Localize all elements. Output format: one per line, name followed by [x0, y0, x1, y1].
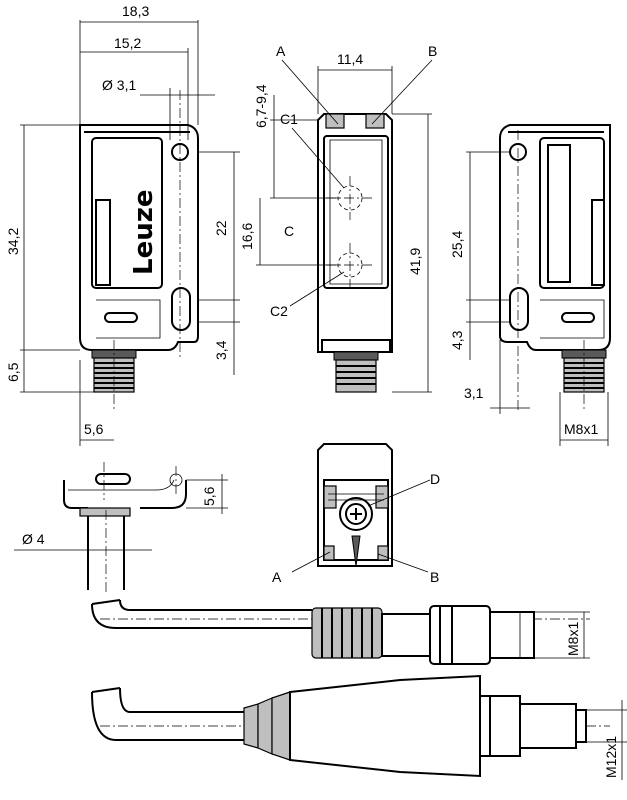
clip-dimensions: 5,6 Ø 4 — [14, 474, 228, 551]
clip-detail-view — [63, 462, 187, 592]
front-detail-labels: D A B — [272, 471, 440, 585]
dim-width-total: 18,3 — [122, 3, 149, 19]
front-connector-thread — [335, 359, 377, 393]
dim-right-hole-spacing: 25,4 — [449, 231, 465, 258]
dim-cable-dia: Ø 4 — [22, 531, 45, 547]
front-dimensions: 11,4 A B 6,7-9,4 16,6 C1 C C2 41,9 — [239, 43, 437, 393]
cable-m8-view — [91, 599, 590, 665]
dim-connector-len: 6,5 — [5, 362, 21, 382]
cable-m12-dimensions: M12x1 — [586, 700, 627, 780]
dim-right-lower: 4,3 — [449, 330, 465, 350]
dim-connector-offset: 5,6 — [84, 421, 104, 437]
dim-front-width: 11,4 — [337, 51, 363, 67]
front-view — [317, 113, 393, 393]
dim-hole-spacing: 22 — [213, 220, 229, 236]
label-b-bottom: B — [430, 569, 439, 585]
dim-height-body: 34,2 — [5, 228, 21, 255]
dim-hole-dia: Ø 3,1 — [102, 77, 136, 93]
label-a-bottom: A — [272, 569, 282, 585]
left-dimensions: 18,3 15,2 Ø 3,1 34,2 6,5 5,6 22 3,4 — [5, 3, 240, 446]
m12-boot — [243, 691, 291, 761]
label-d: D — [430, 471, 440, 487]
dim-width-mount: 15,2 — [114, 35, 141, 51]
m8-boot — [311, 607, 383, 659]
cable-m12-view — [91, 674, 610, 778]
dim-optic-spacing: 16,6 — [239, 223, 255, 250]
dim-right-thread: M8x1 — [564, 421, 598, 437]
dim-overall-height: 41,9 — [407, 248, 423, 275]
label-c1: C1 — [280, 111, 298, 127]
dim-hole-lower: 3,4 — [213, 340, 229, 360]
label-c: C — [284, 223, 294, 239]
right-side-view — [499, 124, 611, 410]
label-a-top: A — [276, 43, 286, 59]
brand-logo: Leuze — [129, 190, 159, 275]
right-dimensions: 25,4 4,3 3,1 M8x1 — [449, 151, 609, 446]
left-side-view: Leuze — [79, 90, 199, 410]
cable-m8-dimensions: M8x1 — [534, 611, 590, 659]
label-b-top: B — [428, 43, 437, 59]
front-detail-view — [317, 443, 393, 567]
dim-cable-thread-m8: M8x1 — [565, 622, 581, 656]
dim-cable-thread-m12: M12x1 — [603, 736, 619, 778]
dim-right-offset: 3,1 — [464, 385, 484, 401]
dim-clip-height: 5,6 — [201, 486, 217, 506]
dim-optic-offset: 6,7-9,4 — [253, 84, 269, 128]
label-c2: C2 — [270, 303, 288, 319]
